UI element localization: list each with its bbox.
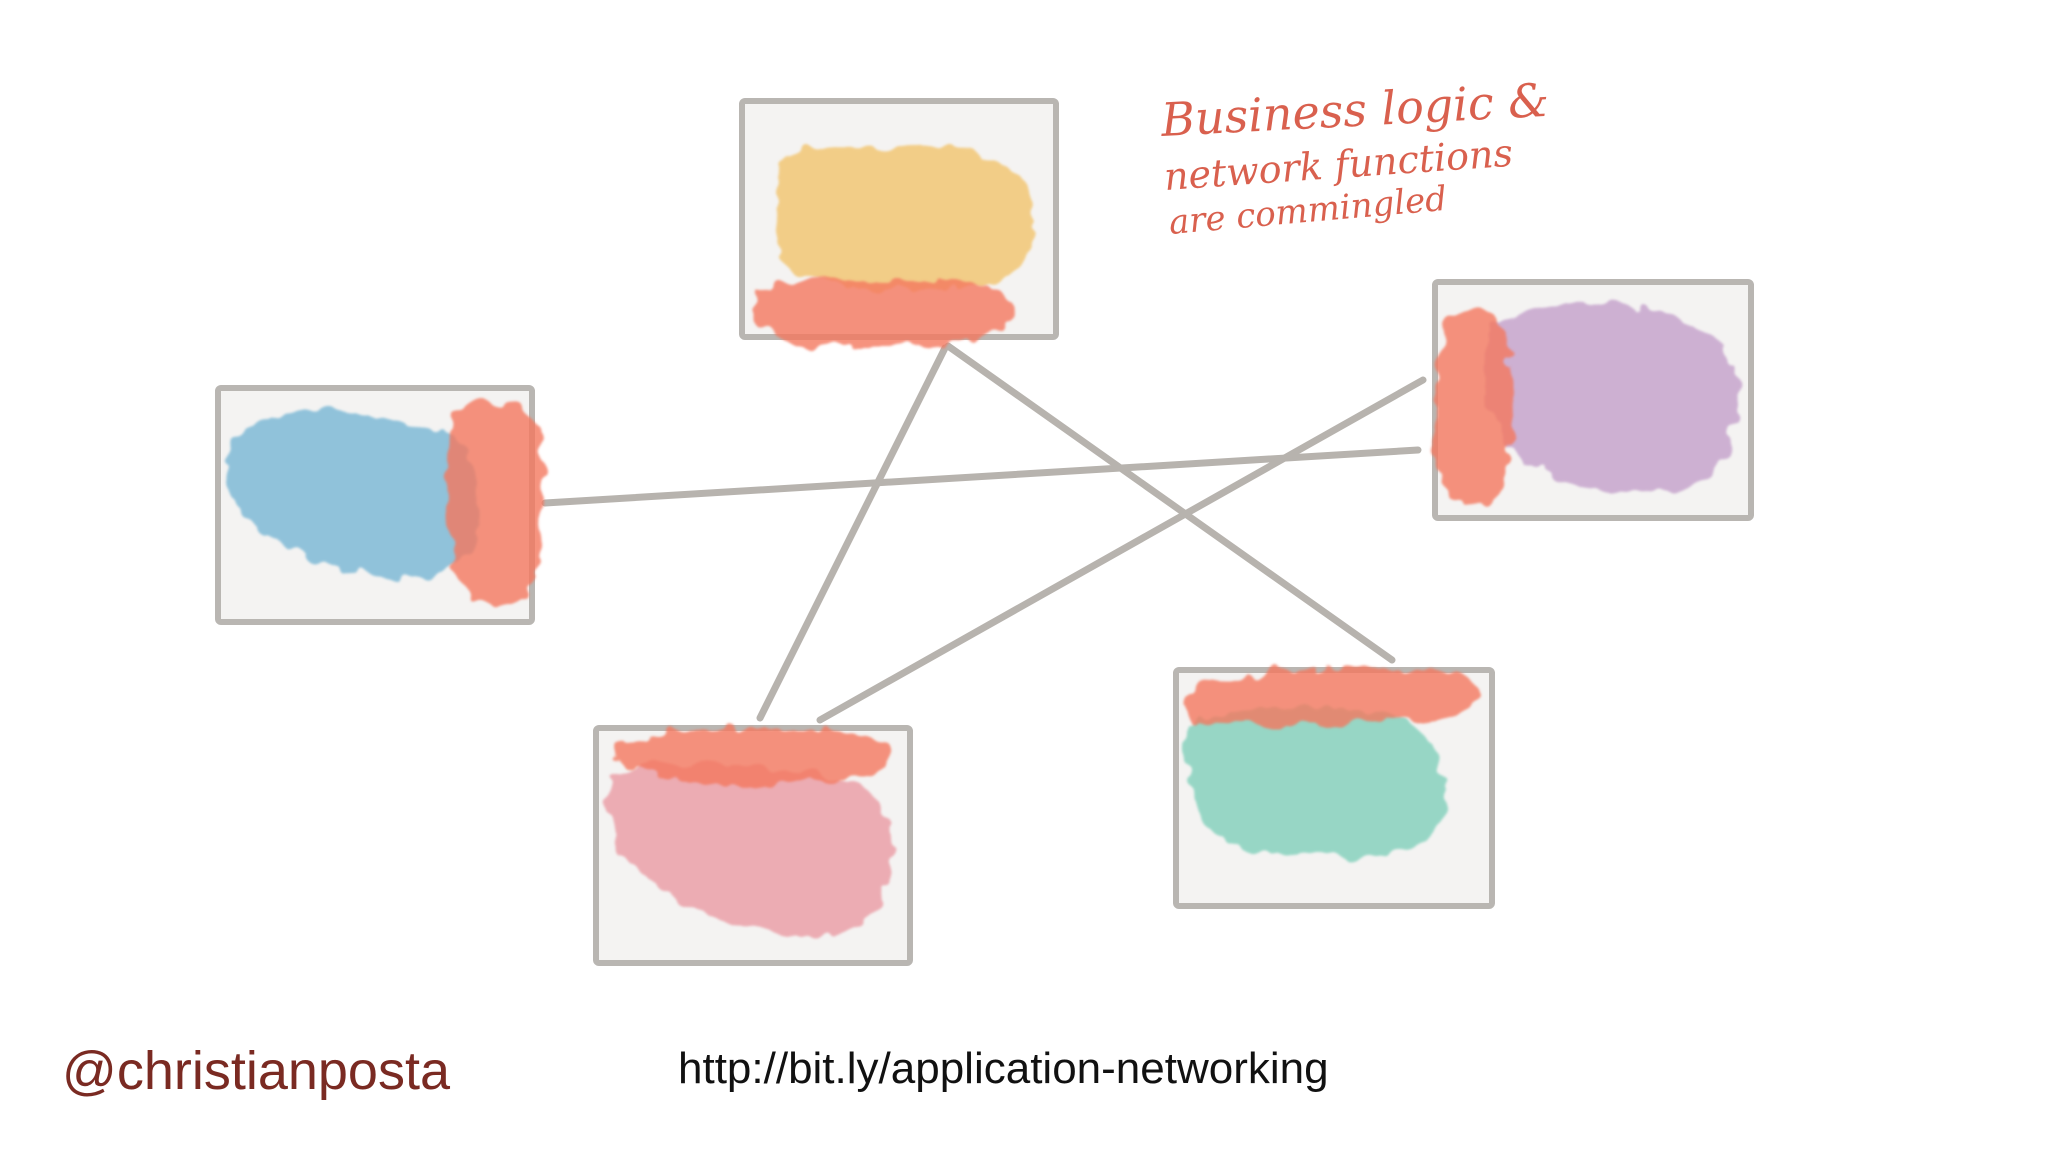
- network-function-blob: [1182, 667, 1478, 726]
- service-node-purple: [1432, 279, 1754, 521]
- connection-purple-pink: [816, 376, 1427, 724]
- network-function-blob: [751, 279, 1011, 348]
- business-logic-blob: [227, 410, 477, 579]
- business-logic-blob: [1482, 302, 1739, 494]
- service-node-teal: [1173, 667, 1495, 909]
- business-logic-blob: [1186, 707, 1446, 858]
- network-function-blob: [447, 401, 544, 609]
- service-node-yellow: [739, 98, 1059, 348]
- connection-blue-purple: [541, 446, 1422, 507]
- annotation: Business logic & network functions are c…: [1159, 73, 1551, 243]
- twitter-handle: @christianposta: [62, 1041, 450, 1101]
- network-function-blob: [1436, 310, 1514, 509]
- network-function-blob: [618, 729, 890, 784]
- service-node-pink: [593, 725, 913, 966]
- connection-yellow-pink: [756, 344, 949, 722]
- service-node-blue: [215, 385, 544, 625]
- connection-yellow-teal: [944, 342, 1396, 664]
- business-logic-blob: [604, 765, 893, 937]
- application-networking-link[interactable]: http://bit.ly/application-networking: [678, 1044, 1329, 1093]
- business-logic-blob: [776, 144, 1036, 290]
- connections: [541, 342, 1427, 724]
